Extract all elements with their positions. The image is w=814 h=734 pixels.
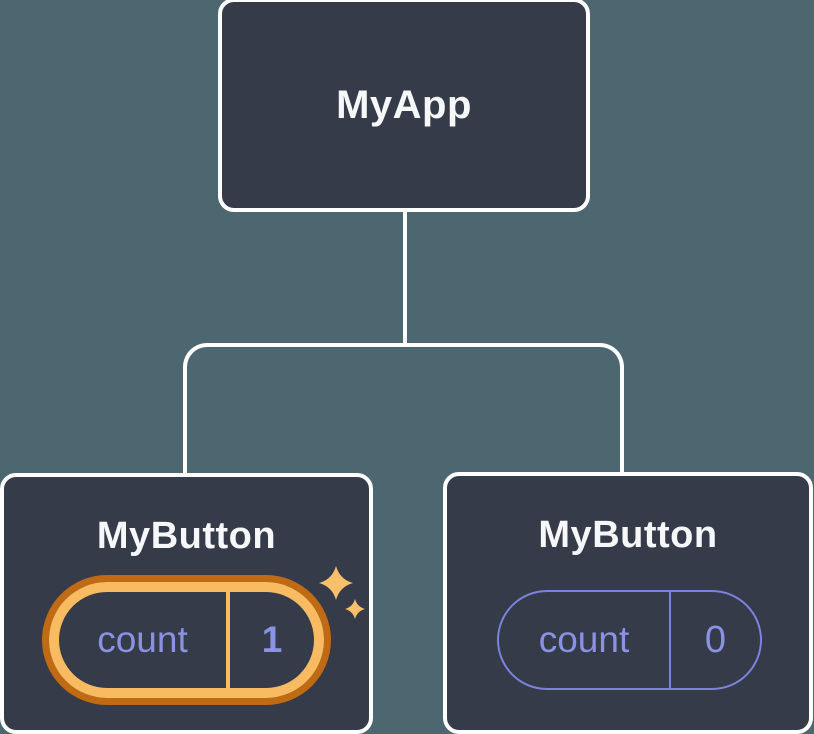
state-value-cell: 0 bbox=[671, 592, 760, 688]
tree-connector-branch bbox=[183, 343, 624, 478]
state-value: 1 bbox=[261, 619, 283, 660]
tree-connector-stem bbox=[403, 208, 407, 346]
state-value-cell: 1 bbox=[230, 592, 314, 688]
state-name-cell: count bbox=[59, 592, 226, 688]
state-value: 0 bbox=[704, 618, 727, 661]
sparkles-icon bbox=[319, 566, 365, 619]
child-node-label: MyButton bbox=[538, 514, 718, 556]
pill-divider bbox=[669, 592, 671, 688]
state-pill: count 0 bbox=[497, 590, 762, 690]
root-node-label: MyApp bbox=[336, 82, 472, 127]
pill-divider bbox=[226, 592, 230, 688]
child-node-mybutton-1: MyButton count 1 bbox=[0, 473, 373, 734]
state-name: count bbox=[97, 619, 188, 660]
state-name: count bbox=[538, 619, 630, 660]
child-node-mybutton-2: MyButton count 0 bbox=[443, 472, 813, 734]
root-node-myapp: MyApp bbox=[218, 0, 590, 212]
state-name-cell: count bbox=[499, 592, 669, 688]
state-pill-highlighted: count 1 bbox=[49, 582, 324, 698]
child-node-label: MyButton bbox=[96, 515, 277, 557]
